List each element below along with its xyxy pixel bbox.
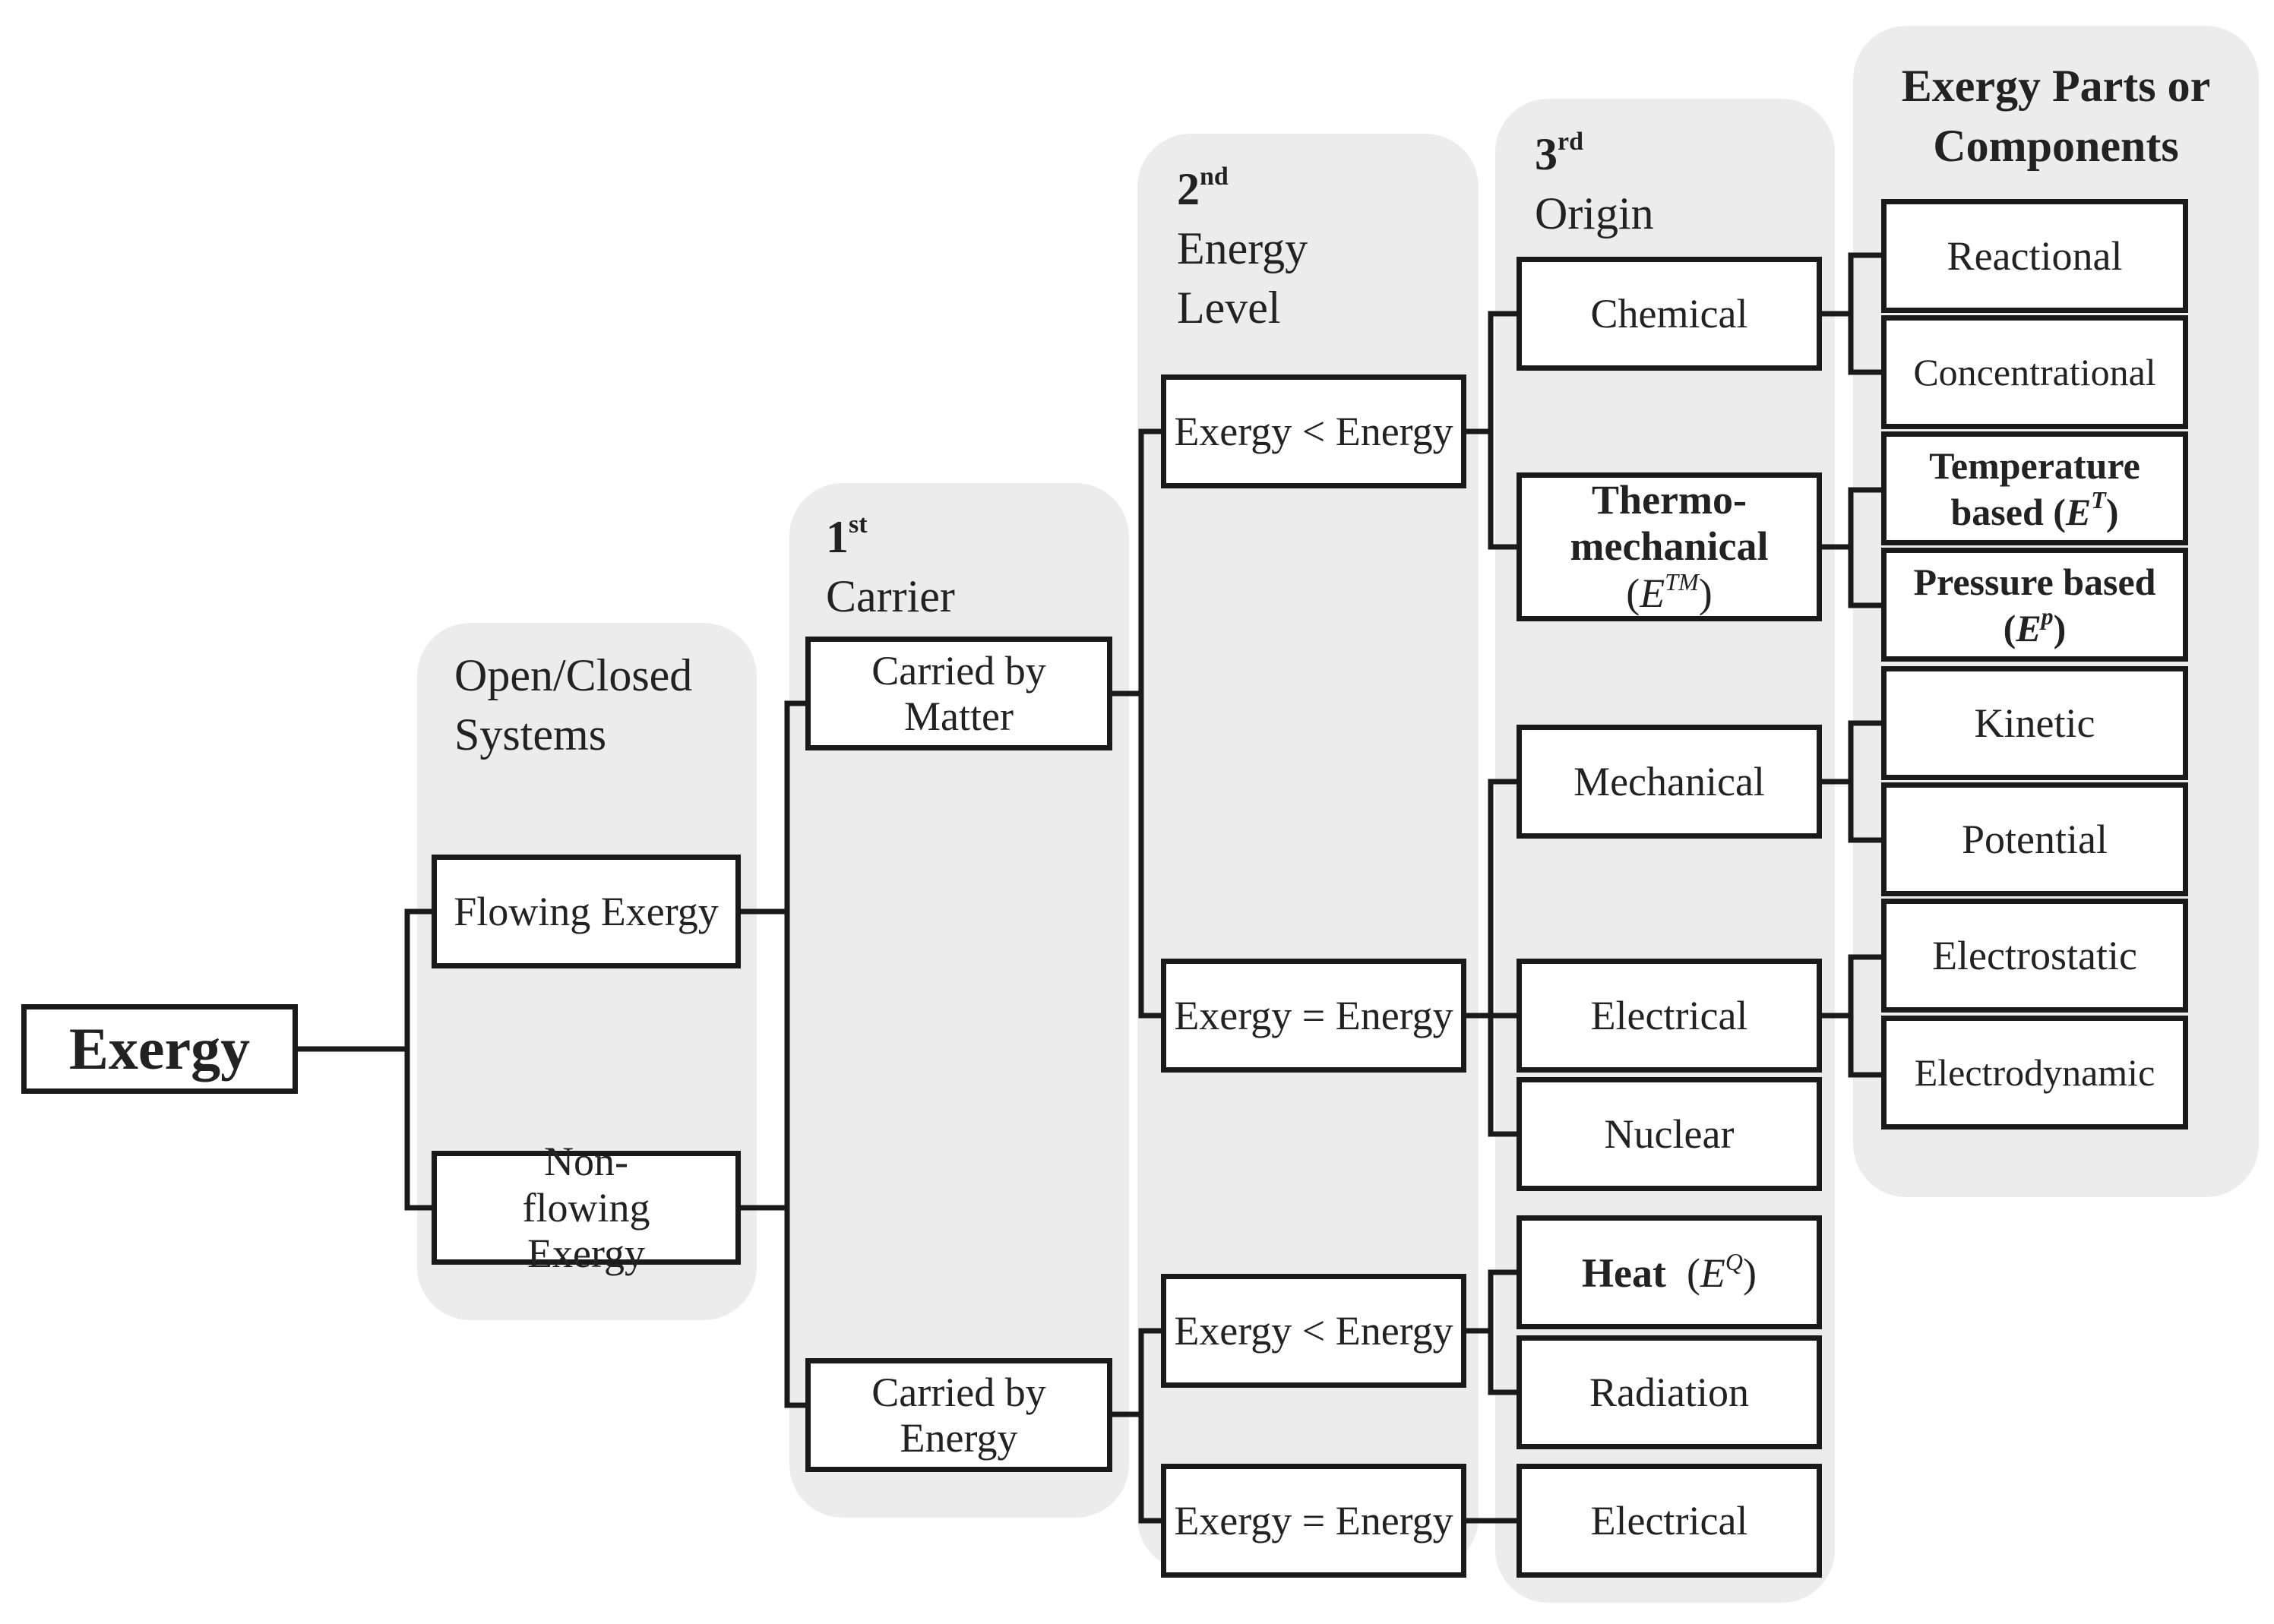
exergy-less-than-energy-box: Exergy < Energy bbox=[1161, 374, 1466, 488]
systems-header: Open/Closed Systems bbox=[454, 646, 692, 764]
potential-box: Potential bbox=[1881, 782, 2188, 896]
radiation-label: Radiation bbox=[1589, 1369, 1749, 1415]
concentrational-box: Concentrational bbox=[1881, 315, 2188, 429]
reactional-label: Reactional bbox=[1947, 232, 2123, 279]
pressure-based-box: Pressure based (Ep) bbox=[1881, 548, 2188, 662]
electrostatic-box: Electrostatic bbox=[1881, 899, 2188, 1013]
exergy-less-than-energy-label-2: Exergy < Energy bbox=[1174, 1307, 1453, 1354]
nuclear-box: Nuclear bbox=[1517, 1077, 1822, 1191]
thermo-mechanical-box: Thermo-mechanical (ETM) bbox=[1517, 472, 1822, 621]
energy-level-ordinal: 2nd bbox=[1177, 163, 1229, 214]
flowing-exergy-label: Flowing Exergy bbox=[454, 888, 719, 934]
electrodynamic-box: Electrodynamic bbox=[1881, 1016, 2188, 1130]
exergy-equals-energy-box-2: Exergy = Energy bbox=[1161, 1464, 1466, 1578]
carried-by-matter-label: Carried by Matter bbox=[871, 647, 1046, 739]
concentrational-label: Concentrational bbox=[1913, 351, 2156, 393]
carried-by-energy-label: Carried by Energy bbox=[871, 1369, 1046, 1461]
kinetic-box: Kinetic bbox=[1881, 666, 2188, 780]
non-flowing-exergy-box: Non-flowing Exergy bbox=[432, 1139, 741, 1276]
electrical-label: Electrical bbox=[1590, 992, 1748, 1038]
flowing-exergy-box: Flowing Exergy bbox=[432, 855, 741, 968]
exergy-equals-energy-label-2: Exergy = Energy bbox=[1174, 1497, 1453, 1543]
heat-label: Heat (EQ) bbox=[1581, 1247, 1757, 1296]
carrier-title: Carrier bbox=[826, 571, 955, 621]
electrostatic-label: Electrostatic bbox=[1932, 932, 2137, 978]
systems-header-line-1: Open/Closed bbox=[454, 650, 693, 700]
energy-level-title-line-2: Level bbox=[1177, 283, 1281, 333]
origin-ordinal: 3rd bbox=[1535, 128, 1583, 179]
kinetic-label: Kinetic bbox=[1974, 700, 2095, 746]
pressure-based-label: Pressure based (Ep) bbox=[1913, 560, 2156, 649]
energy-level-header: 2nd Energy Level bbox=[1177, 160, 1308, 337]
thermo-mechanical-label: Thermo-mechanical bbox=[1570, 477, 1769, 569]
thermo-mechanical-symbol: (ETM) bbox=[1626, 568, 1713, 617]
origin-header: 3rd Origin bbox=[1535, 125, 1654, 243]
chemical-label: Chemical bbox=[1590, 290, 1748, 336]
systems-header-line-2: Systems bbox=[454, 709, 607, 760]
potential-label: Potential bbox=[1962, 816, 2108, 862]
components-header-line-1: Exergy Parts or bbox=[1901, 61, 2211, 111]
exergy-equals-energy-label: Exergy = Energy bbox=[1174, 992, 1453, 1038]
electrodynamic-label: Electrodynamic bbox=[1914, 1051, 2155, 1094]
electrical-box-2: Electrical bbox=[1517, 1464, 1822, 1578]
temperature-based-label: Temperature based (ET) bbox=[1929, 444, 2140, 533]
exergy-less-than-energy-box-2: Exergy < Energy bbox=[1161, 1274, 1466, 1388]
exergy-root-label: Exergy bbox=[68, 1016, 251, 1082]
components-header: Exergy Parts or Components bbox=[1853, 56, 2259, 176]
exergy-root-box: Exergy bbox=[21, 1004, 298, 1094]
radiation-box: Radiation bbox=[1517, 1335, 1822, 1449]
carried-by-energy-box: Carried by Energy bbox=[805, 1358, 1112, 1472]
non-flowing-exergy-label: Non-flowing Exergy bbox=[522, 1139, 650, 1277]
mechanical-label: Mechanical bbox=[1573, 758, 1765, 804]
reactional-box: Reactional bbox=[1881, 199, 2188, 313]
temperature-based-box: Temperature based (ET) bbox=[1881, 431, 2188, 545]
carrier-ordinal: 1st bbox=[826, 510, 868, 562]
components-header-line-2: Components bbox=[1933, 121, 2179, 172]
electrical-box: Electrical bbox=[1517, 959, 1822, 1073]
origin-title: Origin bbox=[1535, 188, 1654, 239]
carrier-header: 1st Carrier bbox=[826, 507, 955, 626]
carried-by-matter-box: Carried by Matter bbox=[805, 637, 1112, 750]
electrical-label-2: Electrical bbox=[1590, 1497, 1748, 1543]
heat-box: Heat (EQ) bbox=[1517, 1215, 1822, 1329]
nuclear-label: Nuclear bbox=[1604, 1111, 1735, 1157]
exergy-less-than-energy-label: Exergy < Energy bbox=[1174, 408, 1453, 454]
chemical-box: Chemical bbox=[1517, 257, 1822, 371]
energy-level-title-line-1: Energy bbox=[1177, 223, 1308, 273]
exergy-equals-energy-box: Exergy = Energy bbox=[1161, 959, 1466, 1073]
mechanical-box: Mechanical bbox=[1517, 725, 1822, 839]
